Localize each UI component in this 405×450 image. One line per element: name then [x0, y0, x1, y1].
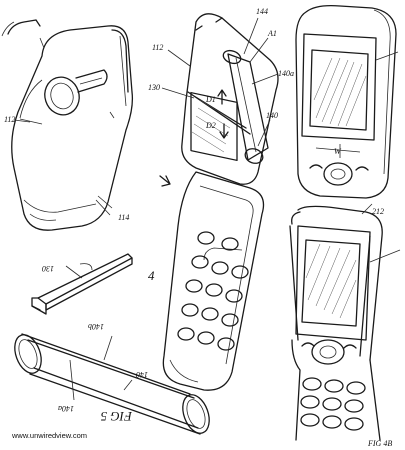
- label-144: 144: [256, 7, 268, 16]
- label-140a-top: 140a: [278, 69, 294, 78]
- label-4: 4: [148, 268, 155, 283]
- label-a1: A1: [267, 29, 277, 38]
- label-d1: D1: [205, 95, 216, 104]
- label-112-closed: 112: [4, 115, 15, 124]
- fig-5-caption: FIG 5: [100, 409, 133, 424]
- leader-lines: [1, 21, 171, 209]
- label-130-part: 130: [42, 264, 54, 273]
- label-d2: D2: [205, 121, 216, 130]
- closed-flip-phone: [7, 19, 134, 231]
- label-114: 114: [118, 213, 129, 222]
- label-140b: 140b: [88, 322, 104, 331]
- label-112-open: 112: [152, 43, 163, 52]
- watermark-text: www.unwiredview.com: [11, 431, 87, 440]
- label-140-bottom: 140: [136, 370, 148, 379]
- label-212: 212: [372, 207, 384, 216]
- label-140-top: 140: [266, 111, 278, 120]
- open-flip-phone: [161, 13, 279, 391]
- hinge-bar-part: [31, 253, 133, 315]
- label-130-open: 130: [148, 83, 160, 92]
- fig-4b-caption: FIG 4B: [367, 439, 392, 448]
- hinge-band-part: [14, 265, 210, 435]
- slider-phone-bottom: [289, 203, 401, 441]
- slider-phone-top: [295, 4, 399, 199]
- label-140a-bottom: 140a: [58, 404, 74, 413]
- label-w: W: [334, 147, 342, 156]
- reference-labels: 112 114 112 130 144 A1 140a D1 D2 140 W …: [4, 7, 392, 448]
